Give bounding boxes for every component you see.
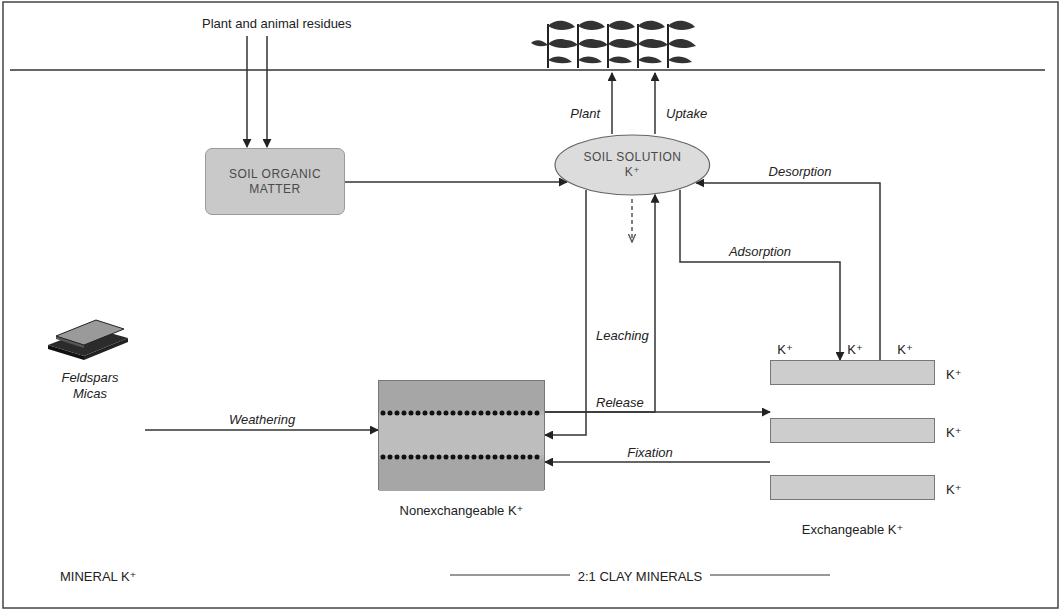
input-label: Plant and animal residues (200, 16, 354, 32)
mineral-source: Feldspars Micas (35, 312, 145, 437)
mineral-plates-icon (48, 320, 128, 360)
uptake-arrow (611, 73, 613, 134)
clay-sheet (379, 381, 544, 411)
plant-icon (651, 21, 696, 68)
clay-sheet (379, 415, 544, 455)
ion-label: K⁺ (775, 342, 795, 358)
flow-arrow (545, 461, 770, 463)
process-label: Fixation (625, 445, 675, 461)
flow-arrow (545, 195, 655, 412)
label-slot: K⁺ (895, 340, 915, 358)
leaching-arrow (631, 199, 633, 242)
text-holder: Exchangeable K⁺ (740, 520, 965, 538)
label-slot: MINERAL K⁺ (58, 567, 138, 585)
label-slot: Leaching (594, 326, 651, 344)
ion-label: K⁺ (944, 482, 964, 498)
flow-arrow (545, 190, 586, 435)
label-slot: Desorption (767, 162, 834, 180)
clay-bar (770, 475, 935, 500)
process-label: Uptake (664, 106, 709, 122)
pool-ellipse: SOIL SOLUTION K⁺ (554, 134, 711, 196)
input-arrow (246, 36, 248, 147)
flow-arrow (680, 190, 840, 360)
pool-name: Exchangeable K⁺ (802, 522, 904, 538)
label-slot: 2:1 CLAY MINERALS (576, 567, 705, 585)
label-slot: Release (594, 393, 646, 411)
process-label: Release (594, 395, 646, 411)
process-label: Weathering (227, 412, 297, 428)
label-slot: K⁺ (944, 480, 964, 498)
ion-label: K⁺ (845, 342, 865, 358)
text-holder: Feldspars Micas (35, 370, 145, 403)
bracket-line (710, 574, 830, 575)
uptake-arrow (654, 73, 656, 134)
clay-bar (770, 418, 935, 443)
ion-label: K⁺ (895, 342, 915, 358)
process-label: Leaching (594, 328, 651, 344)
label-slot: K⁺ (775, 340, 795, 358)
ion-label: K⁺ (944, 425, 964, 441)
bracket-line (450, 574, 570, 575)
clay-bars: Exchangeable K⁺ (770, 360, 935, 500)
clay-layer-box: Nonexchangeable K⁺ (378, 380, 545, 490)
label-slot: Uptake (664, 104, 709, 122)
pool-name: SOIL ORGANIC MATTER (214, 167, 336, 197)
process-label: Desorption (767, 164, 834, 180)
label-slot: Plant and animal residues (200, 14, 354, 32)
ground-line (10, 69, 1045, 71)
clay-layers (379, 381, 544, 489)
fixed-ion-row (383, 455, 540, 460)
flow-arrow (145, 429, 378, 431)
label-slot: Weathering (227, 410, 297, 428)
label-slot: Adsorption (727, 242, 793, 260)
label-slot: Fixation (625, 443, 675, 461)
text-holder: SOIL SOLUTION K⁺ (554, 134, 711, 196)
text-holder: SOIL ORGANIC MATTER (206, 149, 344, 214)
frame (3, 2, 1058, 608)
label-slot: K⁺ (944, 365, 964, 383)
input-arrow (266, 36, 268, 147)
label-slot: K⁺ (845, 340, 865, 358)
pool-box: SOIL ORGANIC MATTER (205, 148, 345, 215)
group-label: 2:1 CLAY MINERALS (576, 569, 705, 585)
flow-arrow (345, 181, 567, 183)
label-slot: Plant (568, 104, 602, 122)
process-label: Plant (568, 106, 602, 122)
pool-name: SOIL SOLUTION K⁺ (578, 150, 686, 180)
process-label: Adsorption (727, 244, 793, 260)
pool-name: Nonexchangeable K⁺ (400, 503, 524, 519)
text-holder: Nonexchangeable K⁺ (349, 501, 574, 519)
ellipse-shape (555, 135, 710, 195)
clay-sheet (379, 459, 544, 491)
fixed-ion-row (383, 411, 540, 416)
clay-bar (770, 360, 935, 385)
label-slot: K⁺ (944, 423, 964, 441)
ion-label: K⁺ (944, 367, 964, 383)
mineral-name: Feldspars Micas (50, 370, 130, 403)
flow-arrow (696, 183, 880, 360)
group-label: MINERAL K⁺ (58, 569, 138, 585)
